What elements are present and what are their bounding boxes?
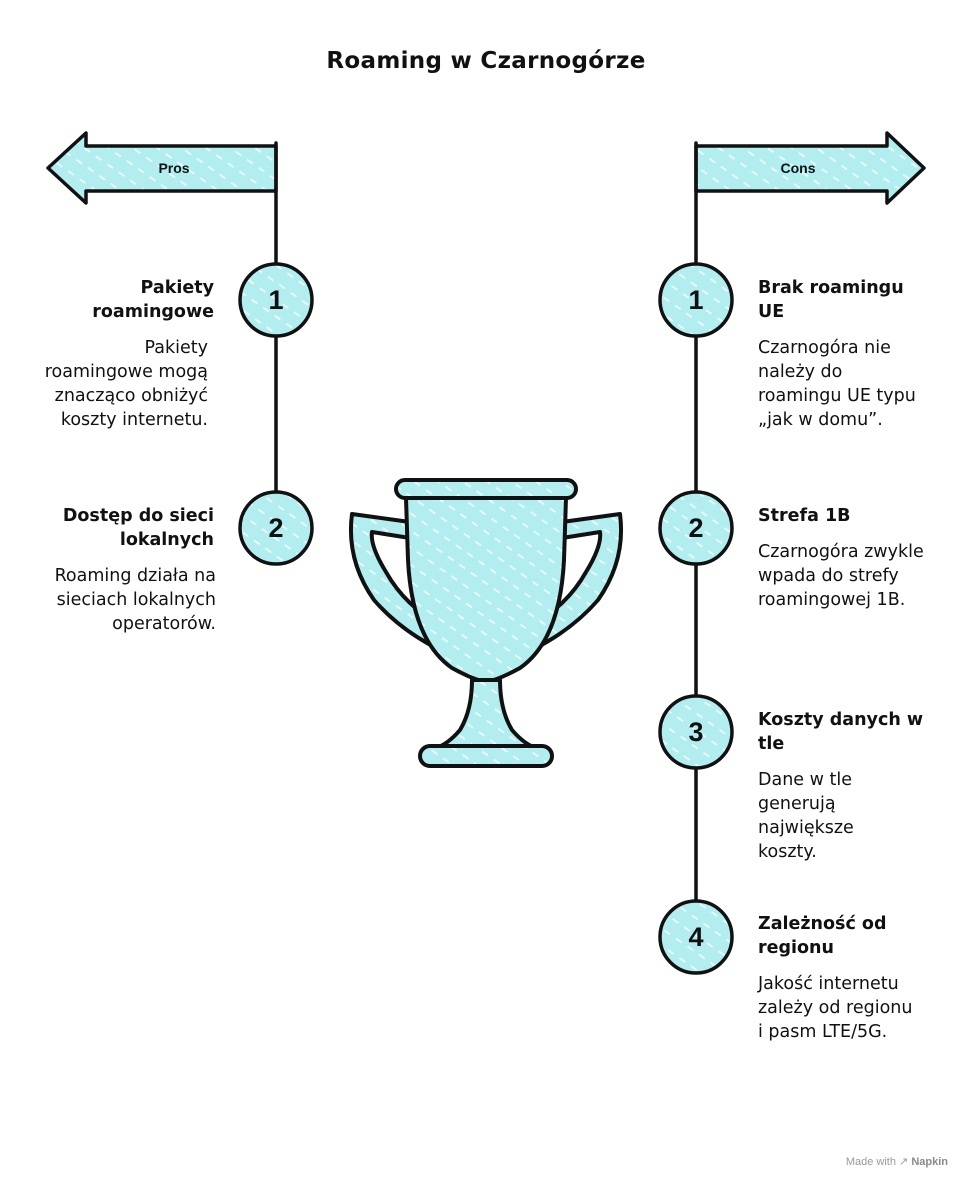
pros-arrow bbox=[46, 131, 278, 205]
pros-number-2: 2 bbox=[268, 513, 284, 543]
napkin-logo-icon: ↗ bbox=[899, 1156, 909, 1168]
cons-circle-1 bbox=[658, 262, 734, 338]
cons-number-1: 1 bbox=[688, 285, 704, 315]
cons-number-3: 3 bbox=[688, 717, 704, 747]
cons-item-4-title: Zależność od regionu bbox=[758, 914, 887, 958]
cons-item-2-title: Strefa 1B bbox=[758, 506, 851, 526]
pros-label: Pros bbox=[158, 160, 190, 176]
cons-number-4: 4 bbox=[688, 922, 704, 952]
cons-item-1-description: Czarnogóra nie należy do roamingu UE typ… bbox=[758, 338, 916, 430]
footer-credit[interactable]: Made with ↗ Napkin bbox=[846, 1155, 948, 1168]
footer-made-with: Made with bbox=[845, 1156, 896, 1168]
pros-circle-1 bbox=[238, 262, 314, 338]
pros-item-1-title: Pakiety roamingowe bbox=[92, 278, 214, 322]
cons-label: Cons bbox=[780, 160, 816, 176]
cons-arrow bbox=[694, 131, 926, 205]
trophy-icon bbox=[348, 478, 624, 768]
cons-item-3-description: Dane w tle generują największe koszty. bbox=[758, 770, 854, 862]
pros-item-2-title: Dostęp do sieci lokalnych bbox=[62, 506, 214, 550]
cons-item-4-description: Jakość internetu zależy od regionu i pas… bbox=[758, 974, 913, 1042]
cons-item-2-description: Czarnogóra zwykle wpada do strefy roamin… bbox=[758, 542, 924, 610]
pros-number-1: 1 bbox=[268, 285, 284, 315]
cons-circle-4 bbox=[658, 899, 734, 975]
cons-item-3-title: Koszty danych w tle bbox=[758, 710, 924, 754]
page-title: Roaming w Czarnogórze bbox=[326, 48, 646, 74]
cons-number-2: 2 bbox=[688, 513, 704, 543]
footer-brand: Napkin bbox=[911, 1156, 948, 1168]
pros-circle-2 bbox=[238, 490, 314, 566]
cons-circle-3 bbox=[658, 694, 734, 770]
cons-item-1-title: Brak roamingu UE bbox=[758, 278, 904, 322]
pros-item-2-description: Roaming działa na sieciach lokalnych ope… bbox=[54, 566, 216, 634]
pros-item-1-description: Pakiety roamingowe mogą znacząco obniżyć… bbox=[44, 338, 208, 430]
cons-circle-2 bbox=[658, 490, 734, 566]
